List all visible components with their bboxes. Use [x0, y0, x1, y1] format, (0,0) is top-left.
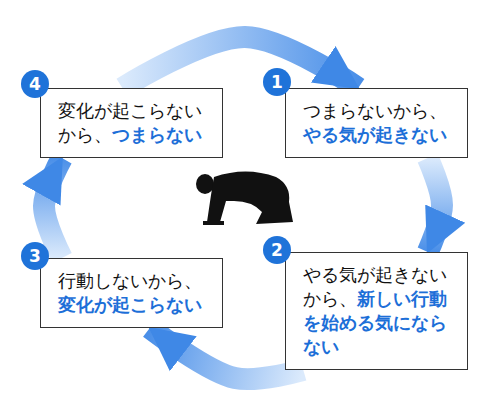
callout-number: 1: [263, 68, 291, 96]
callout-number: 4: [21, 70, 49, 98]
callout-number: 3: [21, 242, 49, 270]
callout-number: 2: [263, 236, 291, 264]
step-effect-text: 変化が起こらない: [58, 294, 202, 315]
person-silhouette: [196, 172, 293, 226]
cycle-arrow: [44, 158, 62, 258]
cycle-arrow: [150, 328, 303, 379]
cycle-arrow: [428, 158, 442, 252]
step-effect-text: つまらない: [112, 124, 202, 145]
cycle-step-box: 行動しないから、変化が起こらない: [40, 258, 223, 328]
step-cause-text: 行動しないから、: [58, 270, 202, 291]
cycle-step-box: やる気が起きないから、新しい行動を始める気にならない: [285, 252, 468, 370]
cycle-arrow: [122, 37, 358, 88]
cycle-step-box: 変化が起こらないから、つまらない: [40, 88, 223, 158]
step-effect-text: やる気が起きない: [303, 124, 447, 145]
cycle-step-box: つまらないから、やる気が起きない: [285, 88, 468, 158]
step-cause-text: つまらないから、: [303, 100, 447, 121]
